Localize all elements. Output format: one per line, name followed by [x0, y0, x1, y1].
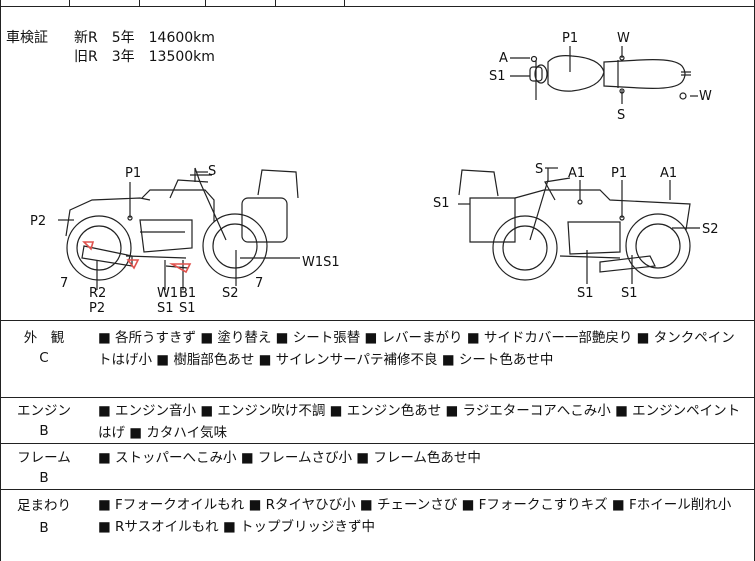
- label-top-w2: W: [699, 89, 712, 104]
- row-divider: [0, 443, 755, 444]
- header-cell-divider: [275, 0, 276, 6]
- section-name: エンジン: [17, 403, 71, 419]
- label-right-s1b: S1: [577, 286, 594, 301]
- section-name: 外 観: [23, 330, 65, 346]
- label-right-p1: P1: [611, 166, 628, 181]
- label-left-r2: R2: [89, 286, 107, 301]
- label-right-s1c: S1: [621, 286, 638, 301]
- inspection-new: 新R 5年 14600km: [74, 30, 215, 46]
- right-side-bike: [458, 167, 700, 284]
- inspection-old: 旧R 3年 13500km: [74, 49, 215, 65]
- label-left-s1b: S1: [179, 301, 196, 316]
- row-divider: [0, 489, 755, 490]
- table-top-border: [0, 320, 755, 321]
- section-grade: B: [39, 470, 49, 486]
- label-left-s1a: S1: [157, 301, 174, 316]
- section-grade: B: [39, 520, 49, 536]
- section-grade: C: [39, 350, 49, 366]
- label-top-p1: P1: [562, 31, 579, 46]
- label-top-s1: S1: [489, 69, 506, 84]
- label-left-p2: P2: [30, 214, 47, 229]
- label-right-s1: S1: [433, 196, 450, 211]
- section-description: ■ ストッパーへこみ小 ■ フレームさび小 ■ フレーム色あせ中: [98, 450, 481, 466]
- section-description: ■ 各所うすきず ■ 塗り替え ■ シート張替 ■ レバーまがり ■ サイドカバ…: [98, 330, 735, 368]
- section-grade: B: [39, 423, 49, 439]
- label-left-p1: P1: [125, 166, 142, 181]
- label-top-a: A: [499, 51, 508, 66]
- section-name: 足まわり: [17, 498, 71, 514]
- inspection-label: 車検証: [6, 30, 48, 46]
- top-view-bike: [510, 46, 698, 104]
- left-side-bike: [58, 167, 300, 290]
- header-cell-divider: [69, 0, 70, 6]
- label-right-s: S: [535, 162, 544, 177]
- header-cell-divider: [344, 0, 345, 6]
- section-description: ■ Fフォークオイルもれ ■ Rタイヤひび小 ■ チェーンさび ■ Fフォークこ…: [98, 497, 732, 535]
- header-divider: [0, 6, 755, 7]
- label-right-s2: S2: [702, 222, 719, 237]
- left-border: [0, 0, 1, 561]
- label-left-7a: 7: [60, 276, 69, 291]
- label-left-b1: B1: [179, 286, 197, 301]
- label-left-s: S: [208, 164, 217, 179]
- damage-marks: [82, 241, 192, 274]
- label-right-a1b: A1: [660, 166, 678, 181]
- label-top-s: S: [617, 108, 626, 123]
- label-left-7b: 7: [255, 276, 264, 291]
- row-divider: [0, 397, 755, 398]
- section-name: フレーム: [17, 450, 71, 466]
- label-left-p2b: P2: [89, 301, 106, 316]
- label-left-w1s1: W1S1: [302, 255, 340, 270]
- header-cell-divider: [139, 0, 140, 6]
- label-top-w: W: [617, 31, 630, 46]
- label-left-w1: W1: [157, 286, 179, 301]
- label-left-s2: S2: [222, 286, 239, 301]
- label-right-a1: A1: [568, 166, 586, 181]
- motorcycle-diagram: [58, 46, 700, 290]
- section-description: ■ エンジン音小 ■ エンジン吹け不調 ■ エンジン色あせ ■ ラジエターコアへ…: [98, 403, 741, 441]
- header-cell-divider: [205, 0, 206, 6]
